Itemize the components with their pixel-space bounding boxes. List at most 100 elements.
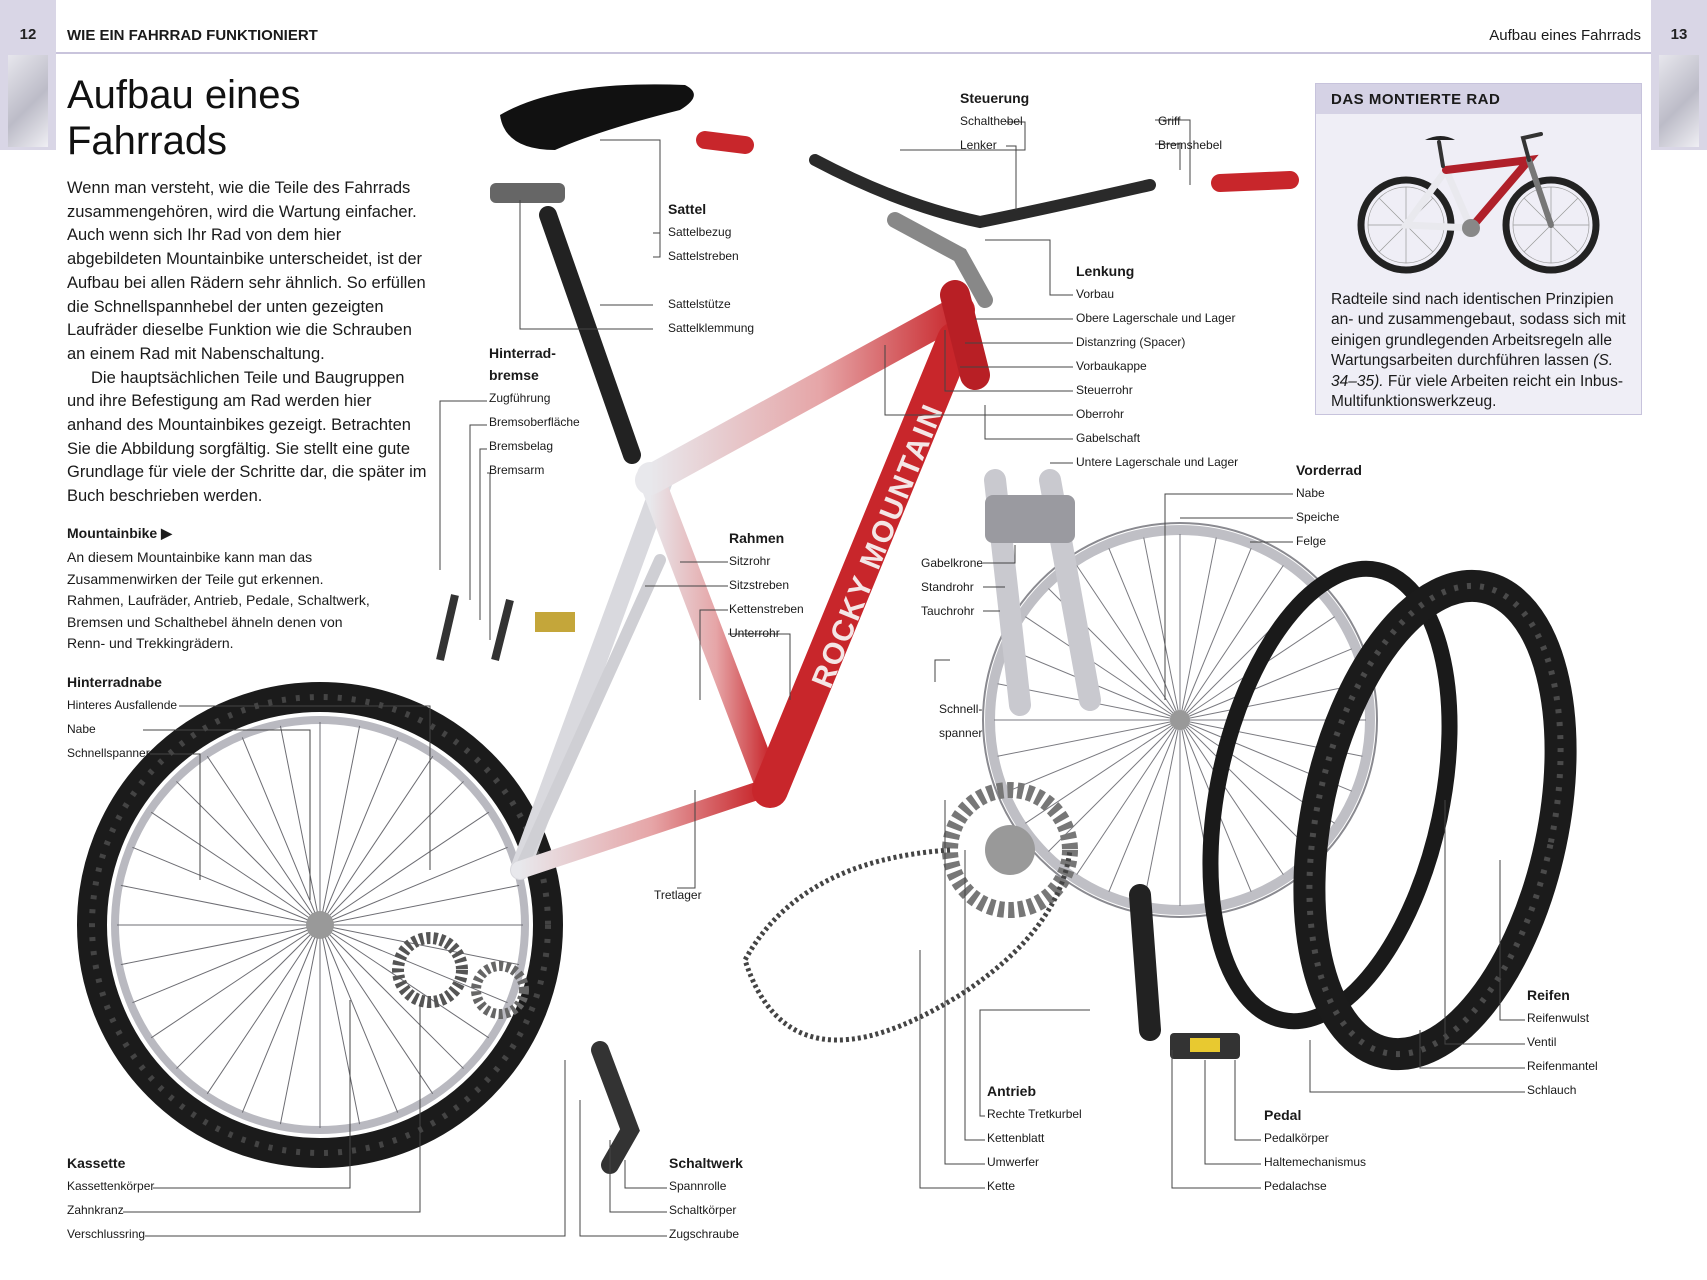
label-item: Reifenmantel [1527, 1059, 1598, 1073]
spoke [176, 924, 321, 1069]
label-group-schaltwerk: Schaltwerk Spannrolle Schaltkörper Zugsc… [669, 1152, 743, 1246]
title-line-1: Aufbau eines [67, 73, 301, 117]
spoke [319, 924, 399, 1113]
spoke [319, 755, 434, 926]
spoke [319, 924, 361, 1125]
label-item: Haltemechanismus [1264, 1155, 1367, 1169]
brake-pad [535, 612, 575, 632]
label-title: Steuerung [960, 90, 1030, 106]
spoke [1076, 565, 1181, 721]
spoke [319, 924, 434, 1095]
spoke [319, 924, 520, 966]
label-title: Sattel [668, 201, 707, 217]
spoke [1143, 719, 1181, 903]
page-reference-link[interactable]: (S. 34–35). [1331, 352, 1614, 390]
spoke [1179, 648, 1353, 721]
spoke [319, 924, 508, 1004]
spoke [1179, 719, 1284, 875]
label-item: Pedalachse [1264, 1179, 1327, 1193]
chainring-hub [985, 825, 1035, 875]
label-item: Felge [1296, 534, 1327, 548]
left-page-number: 12 [19, 26, 37, 43]
left-section-title: WIE EIN FAHRRAD FUNKTIONIERT [67, 27, 318, 44]
label-item: Kassettenkörper [67, 1179, 155, 1193]
label-item: Umwerfer [987, 1155, 1040, 1169]
label-item: Schnell- [939, 702, 983, 716]
chainring [942, 782, 1078, 918]
label-group-vorderrad: Vorderrad Nabe Speiche Felge [1296, 459, 1362, 553]
brake-arm [491, 599, 514, 661]
label-title: Lenkung [1076, 263, 1135, 279]
label-item: Bremsbelag [489, 439, 554, 453]
label-item: Pedalkörper [1264, 1131, 1329, 1145]
label-item: Hinteres Ausfallende [67, 698, 178, 712]
label-item: Spannrolle [669, 1179, 727, 1193]
label-item: Kettenstreben [729, 602, 804, 616]
label-item: Zugführung [489, 391, 551, 405]
spoke [319, 924, 464, 1069]
frame-brand-text: ROCKY MOUNTAIN [806, 399, 950, 693]
sidebar-text-part: Radteile sind nach identischen Prinzipie… [1331, 291, 1626, 370]
mounted-bike-image [1357, 132, 1600, 274]
spoke [206, 755, 321, 926]
spoke [241, 924, 321, 1113]
spoke [279, 725, 321, 926]
label-item: Schaltkörper [669, 1203, 737, 1217]
spoke [1108, 719, 1181, 893]
label-item: Standrohr [921, 580, 974, 594]
label-item: Obere Lagerschale und Lager [1076, 311, 1236, 325]
label-item: Untere Lagerschale und Lager [1076, 455, 1239, 469]
spoke [279, 924, 321, 1125]
spoke [319, 781, 464, 926]
sidebar-text: Radteile sind nach identischen Prinzipie… [1331, 290, 1631, 412]
cassette [392, 932, 468, 1008]
label-title: Hinterrad- [489, 345, 556, 361]
sidebar-text-part: Für viele Arbeiten reicht ein Inbus-Mult… [1331, 372, 1624, 411]
label-item: Tretlager [654, 888, 702, 902]
caption-text: An diesem Mountainbike kann man das Zusa… [67, 549, 370, 651]
label-item: Griff [1158, 114, 1181, 128]
label-group-gabel: Gabelkrone Standrohr Tauchrohr [921, 551, 983, 623]
handlebar [696, 131, 1299, 229]
spoke [120, 924, 321, 966]
intro-text: Wenn man versteht, wie die Teile des Fah… [67, 177, 427, 509]
chain [742, 847, 1073, 1043]
label-item: Steuerrohr [1076, 383, 1133, 397]
label-item: Vorbau [1076, 287, 1115, 301]
fork [984, 469, 1101, 716]
label-item: Sitzrohr [729, 554, 771, 568]
intro-paragraph-2: Die hauptsächlichen Teile und Baugruppen… [67, 368, 427, 506]
spoke [1179, 537, 1217, 721]
label-group-rahmen: Rahmen Sitzrohr Sitzstreben Kettenstrebe… [729, 527, 804, 645]
label-item: Gabelkrone [921, 556, 984, 570]
label-item: Gabelschaft [1076, 431, 1141, 445]
right-page-tab: 13 [1651, 0, 1707, 150]
label-group-antrieb: Antrieb Rechte Tretkurbel Kettenblatt Um… [987, 1080, 1082, 1198]
spoke [1025, 719, 1181, 824]
spoke [1007, 719, 1181, 792]
label-group-lenkung: Lenkung Vorbau Obere Lagerschale und Lag… [1076, 260, 1238, 474]
sidebar-title: DAS MONTIERTE RAD [1331, 91, 1501, 108]
label-title: Antrieb [987, 1083, 1036, 1099]
spoke [997, 719, 1181, 757]
label-item: Oberrohr [1076, 407, 1125, 421]
label-item: Kettenblatt [987, 1131, 1045, 1145]
thumbnail-image [8, 55, 48, 147]
label-item: Schlauch [1527, 1083, 1577, 1097]
label-title: Kassette [67, 1155, 126, 1171]
spoke [150, 811, 321, 926]
label-title: Rahmen [729, 530, 785, 546]
label-title: bremse [489, 367, 539, 383]
seat-clamp [490, 183, 565, 203]
label-item: Bremshebel [1158, 138, 1223, 152]
label-item: spanner [939, 726, 983, 740]
label-item: Bremsarm [489, 463, 545, 477]
crank-arm [1129, 884, 1161, 1041]
spoke [319, 846, 508, 926]
spoke [132, 846, 321, 926]
left-page-tab: 12 [0, 0, 56, 150]
label-item: Tauchrohr [921, 604, 975, 618]
spoke [1179, 547, 1252, 721]
